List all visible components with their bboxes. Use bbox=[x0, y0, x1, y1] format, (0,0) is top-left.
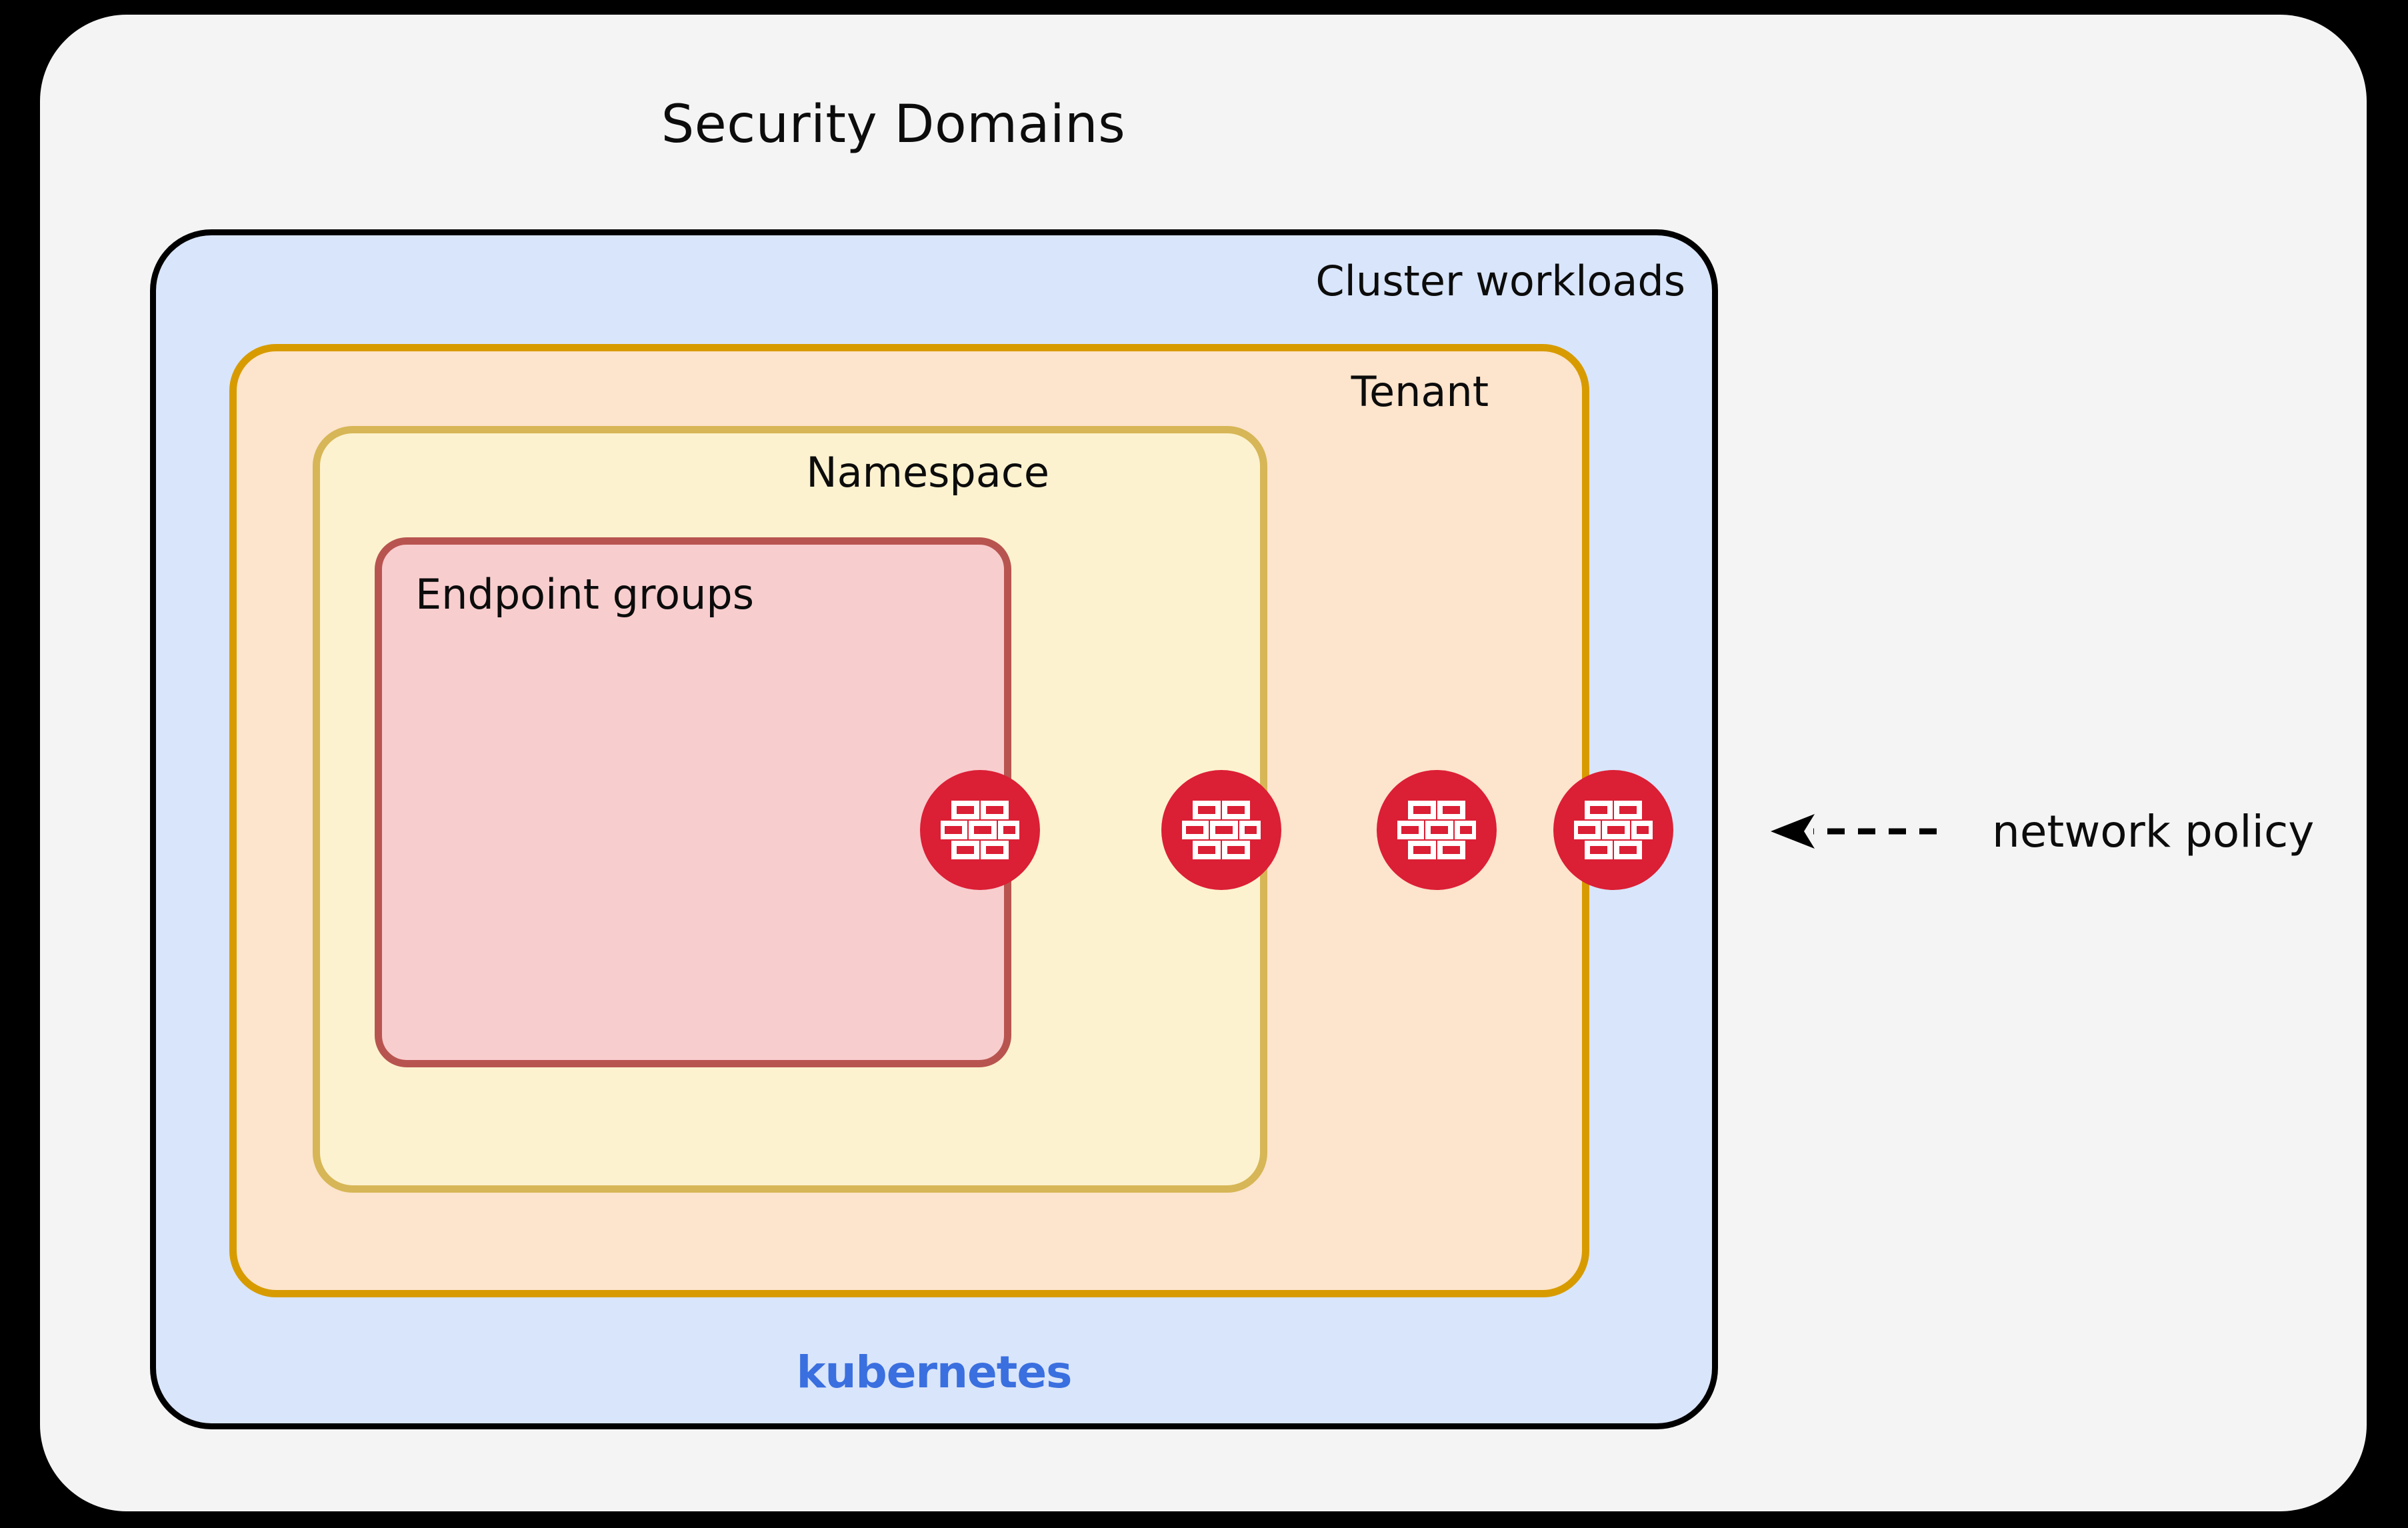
tenant-label: Tenant bbox=[1351, 367, 1489, 416]
dashed-arrow-icon bbox=[1771, 814, 1937, 849]
firewall-brick-icon bbox=[1182, 801, 1261, 859]
diagram-canvas: Security Domains Cluster workloads kuber… bbox=[40, 15, 2367, 1511]
page-title: Security Domains bbox=[661, 95, 1126, 155]
firewall-marker-namespace bbox=[1161, 770, 1281, 890]
network-policy-annotation: network policy bbox=[1767, 801, 2314, 861]
firewall-brick-icon bbox=[1574, 801, 1653, 859]
firewall-brick-icon bbox=[941, 801, 1019, 859]
firewall-marker-cluster bbox=[1553, 770, 1673, 890]
firewall-brick-icon bbox=[1397, 801, 1476, 859]
firewall-marker-tenant bbox=[1377, 770, 1497, 890]
endpoint-groups-box: Endpoint groups bbox=[375, 537, 1011, 1067]
namespace-box: Namespace Endpoint groups bbox=[313, 426, 1267, 1193]
cluster-workloads-label: Cluster workloads bbox=[1315, 257, 1685, 305]
network-policy-label: network policy bbox=[1992, 805, 2315, 857]
namespace-label: Namespace bbox=[806, 448, 1049, 497]
endpoint-groups-label: Endpoint groups bbox=[415, 570, 755, 619]
cluster-workloads-box: Cluster workloads kubernetes Tenant Name… bbox=[150, 229, 1718, 1429]
kubernetes-logo-label: kubernetes bbox=[796, 1347, 1073, 1398]
firewall-marker-endpoint-groups bbox=[920, 770, 1040, 890]
